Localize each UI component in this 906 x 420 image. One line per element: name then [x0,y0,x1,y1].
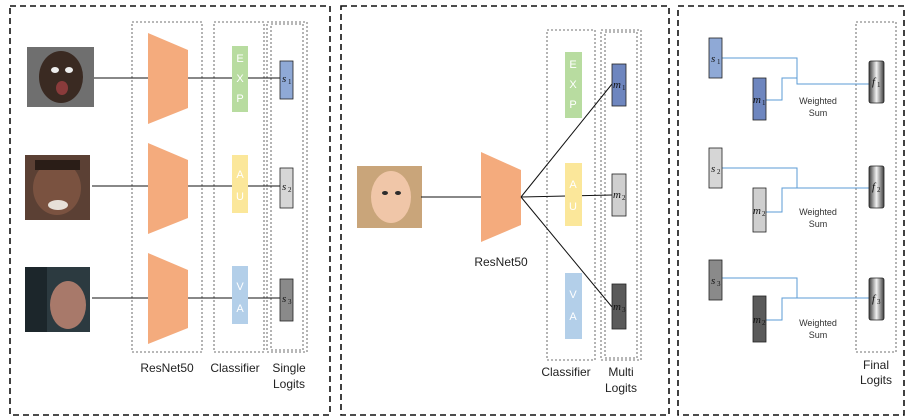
svg-text:2: 2 [622,194,626,202]
weighted-sum-2-line2: Sum [809,219,828,229]
svg-text:1: 1 [288,78,292,86]
multi-logits-group-box [600,29,642,361]
svg-text:V: V [569,289,577,301]
svg-text:s: s [282,181,286,193]
svg-text:1: 1 [877,81,881,89]
svg-text:f: f [872,293,877,305]
panel-1-border [9,5,331,416]
weighted-s1 [708,37,723,79]
svg-text:2: 2 [877,186,881,194]
weighted-sum-3-line2: Sum [809,330,828,340]
svg-text:3: 3 [288,298,292,306]
weighted-s2 [708,147,723,189]
classifier-group-box [213,21,265,353]
svg-text:m: m [753,94,761,106]
panel-3-final-label-line1: Final [863,358,889,372]
svg-text:3: 3 [622,306,626,314]
svg-text:m: m [613,79,621,91]
svg-text:1: 1 [717,58,721,66]
svg-text:1: 1 [622,84,626,92]
panel-2-backbone-label: ResNet50 [474,255,528,269]
logit-s1 [279,60,294,100]
svg-text:s: s [711,275,715,287]
svg-text:1: 1 [762,99,766,107]
svg-text:U: U [569,201,577,213]
panel-1-backbone-label: ResNet50 [140,361,194,375]
svg-text:A: A [236,169,244,181]
svg-text:A: A [236,303,244,315]
svg-text:U: U [236,191,244,203]
svg-text:s: s [282,293,286,305]
exp-head-p2 [565,52,582,118]
svg-text:m: m [753,205,761,217]
svg-text:2: 2 [762,319,766,327]
svg-text:2: 2 [762,210,766,218]
svg-text:m: m [613,189,621,201]
logit-s2 [279,167,294,209]
weighted-sum-1-line2: Sum [809,108,828,118]
logit-s3 [279,278,294,322]
au-head-2 [232,155,248,213]
weighted-sum-3-line1: Weighted [799,318,837,328]
logit-m1 [611,63,627,107]
svg-text:A: A [569,179,577,191]
svg-text:s: s [711,163,715,175]
final-f2 [868,165,885,209]
svg-text:f: f [872,181,877,193]
au-head-p2 [565,163,582,226]
weighted-sum-1-line1: Weighted [799,96,837,106]
svg-text:3: 3 [717,280,721,288]
logit-m3 [611,283,627,330]
svg-text:f: f [872,76,877,88]
va-head-p2 [565,273,582,339]
weighted-m3 [752,295,767,343]
panel-2-logits-label-line2: Logits [605,381,637,395]
final-logits-group-box [855,21,897,353]
svg-text:m: m [613,301,621,313]
panel-1-classifier-label: Classifier [210,361,259,375]
exp-head-1-label: E [236,53,243,65]
svg-text:m: m [753,314,761,326]
panel-2-classifier-label: Classifier [541,365,590,379]
logit-m2 [611,173,627,217]
svg-text:X: X [569,79,577,91]
panel-1-logits-label-line2: Logits [273,377,305,391]
panel-2-border [340,5,670,416]
weighted-s3 [708,259,723,301]
panel-3-final-label-line2: Logits [860,373,892,387]
svg-text:2: 2 [288,186,292,194]
resnet-block-1 [148,33,188,124]
exp-head-1 [232,46,248,112]
final-f1 [868,60,885,104]
weighted-m2 [752,187,767,233]
va-head-3 [232,266,248,324]
svg-text:3: 3 [877,298,881,306]
resnet-block-3 [148,253,188,344]
svg-text:A: A [569,311,577,323]
svg-text:s: s [282,73,286,85]
panel-1-logits-label-line1: Single [272,361,306,375]
resnet-block-shared [481,152,521,242]
svg-text:V: V [236,281,244,293]
svg-text:P: P [236,93,243,105]
svg-text:P: P [569,99,576,111]
svg-text:2: 2 [717,168,721,176]
svg-text:X: X [236,73,244,85]
panel-2-logits-label-line1: Multi [608,365,633,379]
final-f3 [868,277,885,321]
svg-text:s: s [711,53,715,65]
resnet-block-2 [148,143,188,234]
weighted-sum-2-line1: Weighted [799,207,837,217]
logits-group-box [266,21,308,353]
svg-text:E: E [569,59,576,71]
panel-3-border [677,5,905,416]
weighted-m1 [752,77,767,121]
